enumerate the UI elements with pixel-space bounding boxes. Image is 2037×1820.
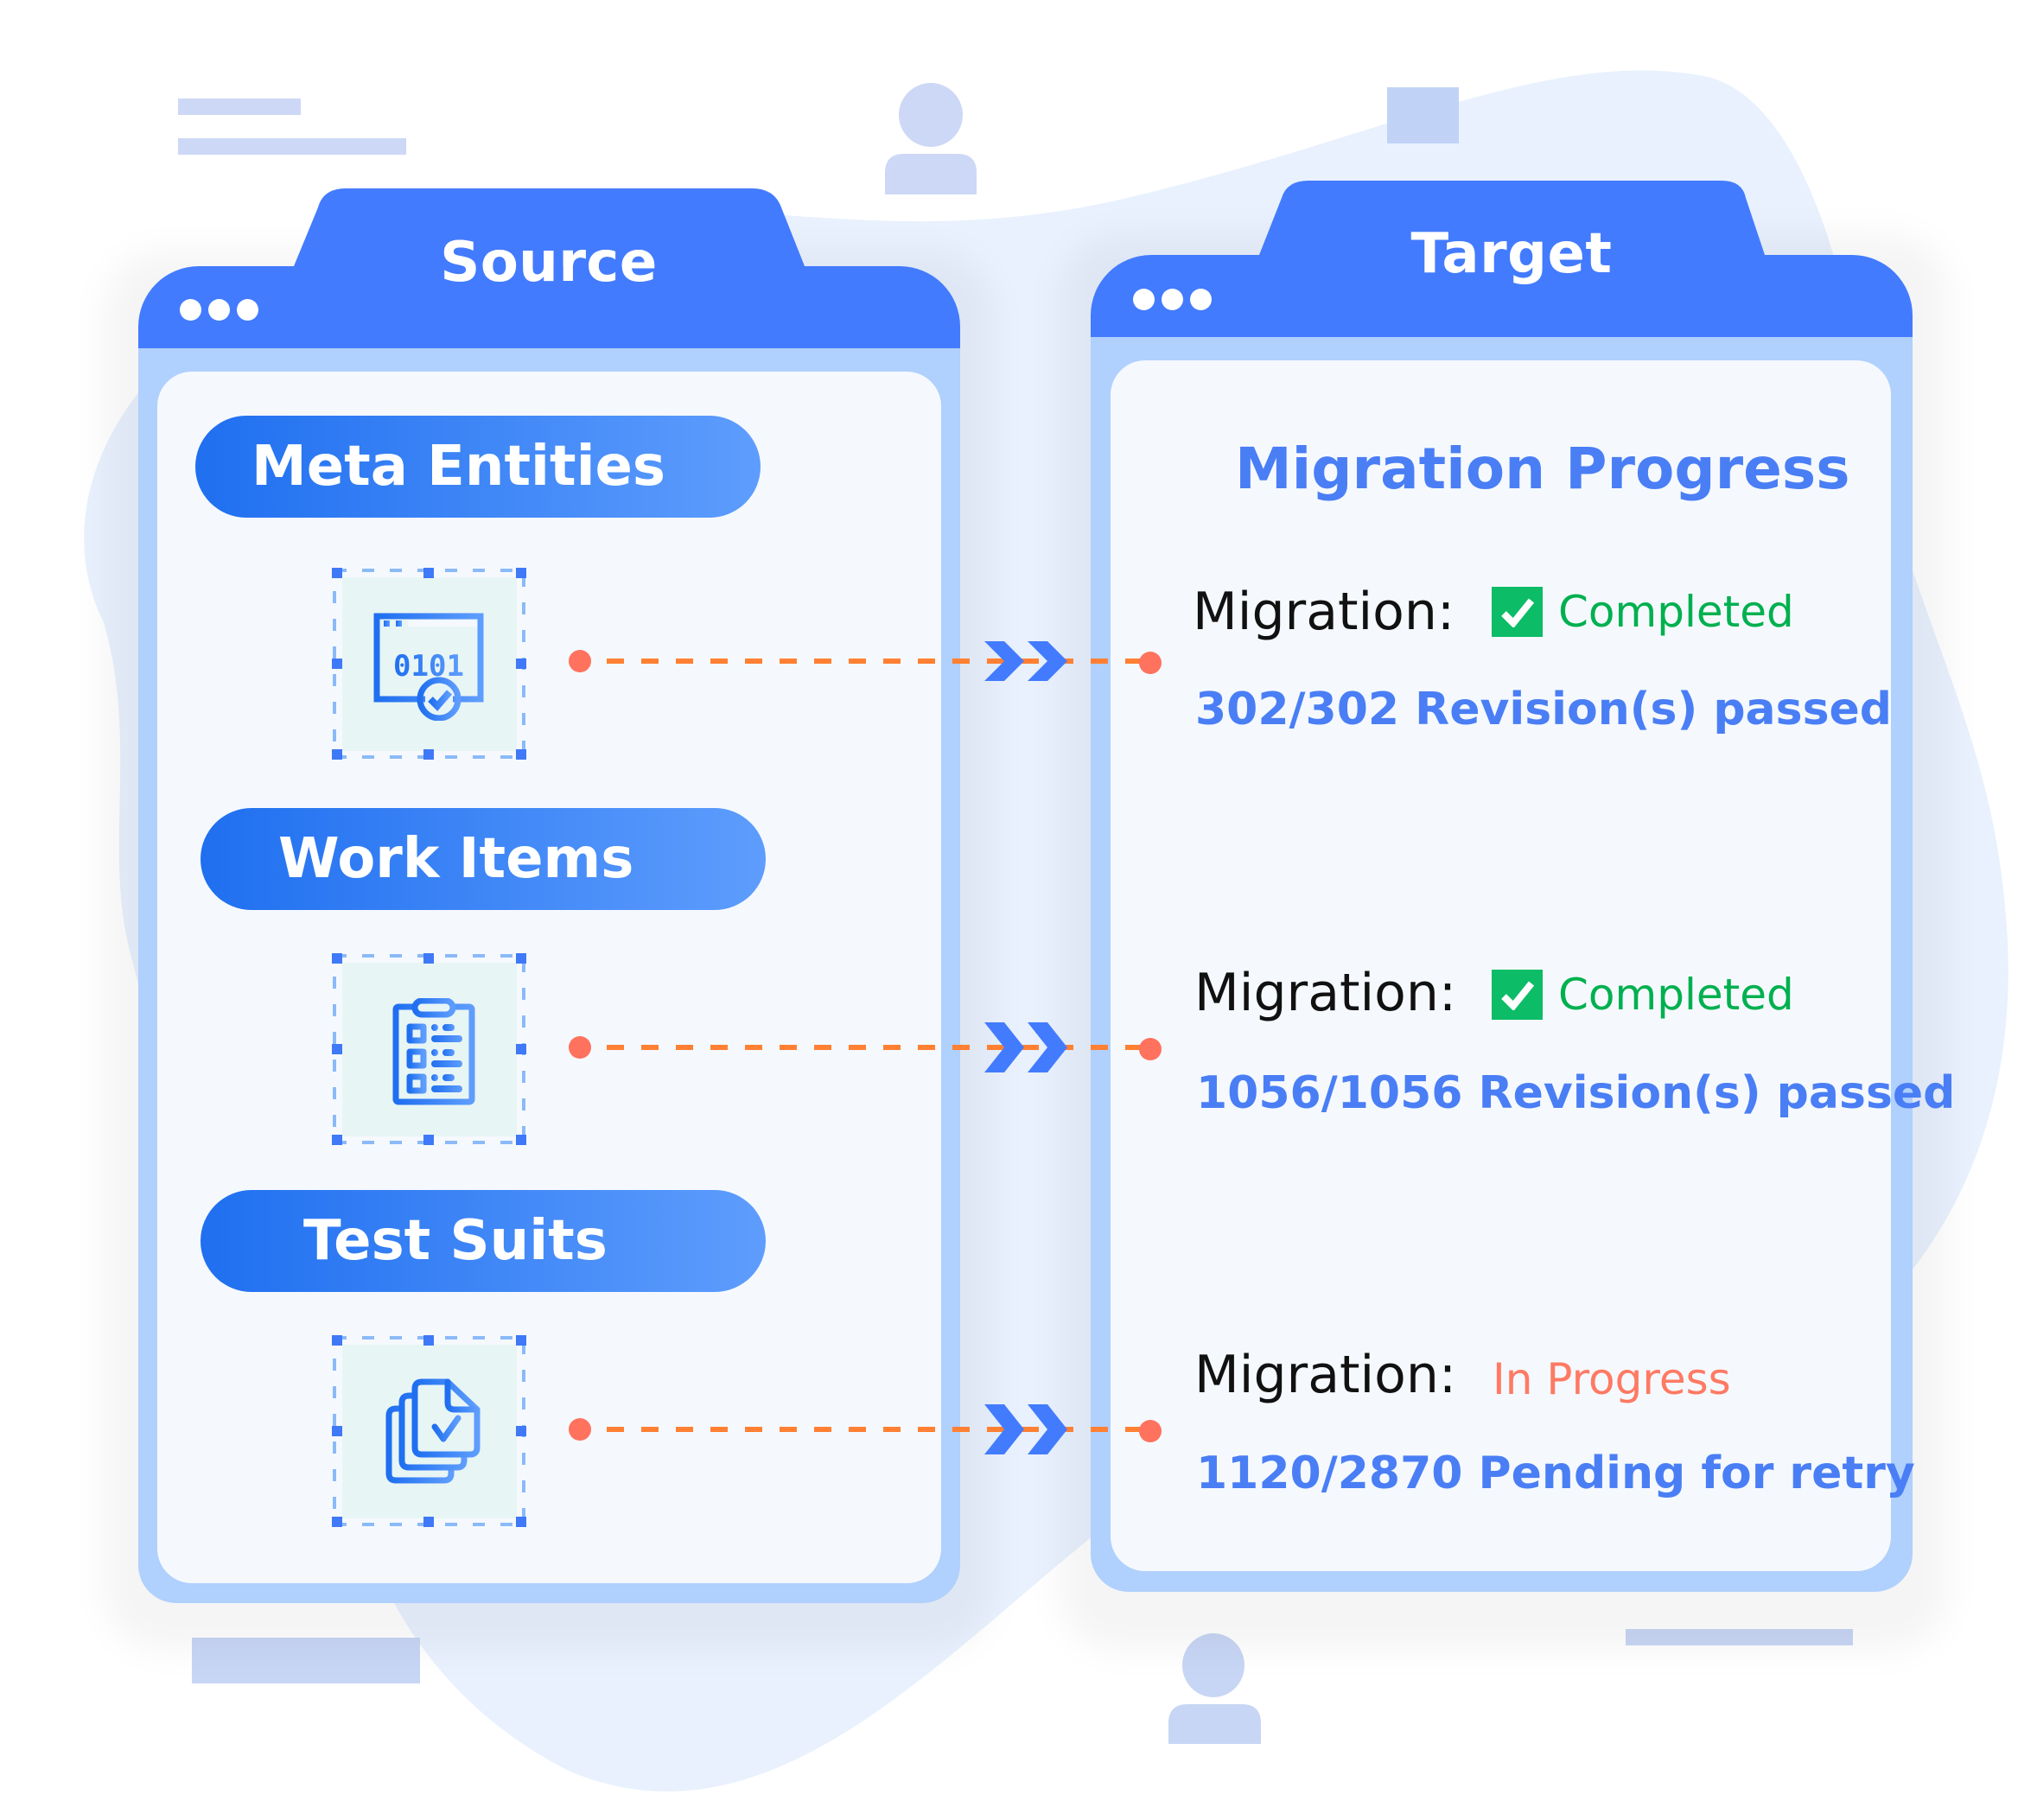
deco-line-1 — [178, 99, 301, 115]
window-dot — [237, 299, 258, 321]
window-dot — [1133, 289, 1155, 310]
source-header — [138, 266, 960, 349]
work-items-icon-box — [332, 953, 526, 1145]
migration-detail: 1056/1056 Revision(s) passed — [1196, 1067, 1956, 1119]
source-item-meta-entities[interactable]: Meta Entities — [195, 416, 761, 518]
source-item-test-suits[interactable]: Test Suits — [201, 1190, 766, 1292]
migration-status: Completed — [1492, 970, 1794, 1020]
migration-status: In Progress — [1493, 1358, 1731, 1401]
status-text: Completed — [1558, 587, 1794, 637]
deco-square — [1387, 87, 1459, 143]
svg-text:0101: 0101 — [393, 649, 464, 684]
clipboard-checklist-icon — [392, 998, 475, 1105]
binary-window-check-icon: 0101 — [373, 613, 484, 721]
test-suits-icon-box — [332, 1335, 526, 1527]
source-title-overlay: Source — [440, 231, 658, 295]
deco-rect-bottom-left — [192, 1638, 420, 1683]
migration-progress-title: Migration Progress — [1235, 436, 1850, 502]
target-title: Target — [1410, 222, 1613, 286]
source-item-label: Work Items — [278, 827, 634, 891]
target-header — [1091, 255, 1913, 338]
status-text: In Progress — [1493, 1354, 1731, 1404]
checkbox-checked-icon — [1492, 587, 1543, 637]
person-icon-bottom — [1168, 1633, 1261, 1744]
window-dot — [1190, 289, 1212, 310]
status-text: Completed — [1558, 970, 1794, 1020]
source-item-work-items[interactable]: Work Items — [201, 808, 766, 910]
deco-line-2 — [178, 138, 406, 155]
target-card — [1111, 360, 1891, 1571]
window-dots — [180, 299, 258, 321]
migration-detail: 302/302 Revision(s) passed — [1195, 684, 1893, 735]
window-dot — [208, 299, 230, 321]
window-dots — [1133, 289, 1212, 310]
source-card — [157, 372, 941, 1583]
migration-label: Migration: — [1193, 582, 1455, 642]
target-tab — [1259, 181, 1765, 255]
migration-detail: 1120/2870 Pending for retry — [1196, 1448, 1915, 1499]
migration-label: Migration: — [1194, 1345, 1457, 1405]
migration-label: Migration: — [1194, 963, 1457, 1023]
meta-entities-icon-box: 0101 — [332, 568, 526, 760]
migration-status: Completed — [1492, 587, 1794, 637]
person-icon — [885, 83, 977, 194]
window-dot — [180, 299, 201, 321]
source-item-label: Test Suits — [303, 1209, 608, 1273]
window-dot — [1162, 289, 1183, 310]
stacked-documents-check-icon — [385, 1378, 481, 1484]
source-tab — [294, 188, 805, 266]
checkbox-checked-icon — [1492, 970, 1543, 1020]
source-item-label: Meta Entities — [251, 435, 665, 499]
deco-line-bottom-right — [1626, 1629, 1853, 1645]
